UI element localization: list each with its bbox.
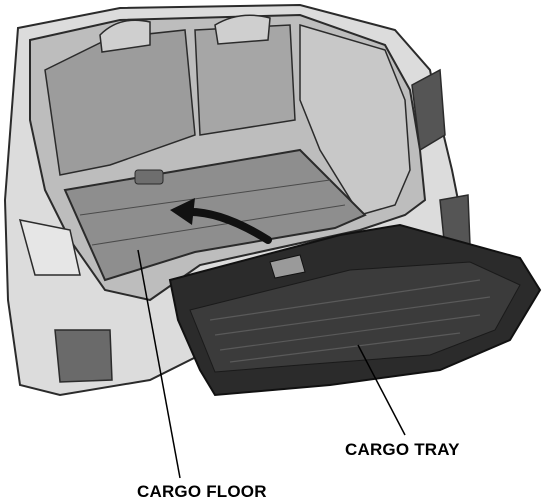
cargo-floor-leader [137,249,181,479]
left-vent [54,329,113,383]
right-tail-light [411,68,446,152]
cargo-tray [168,223,542,397]
cargo-floor-label: CARGO FLOOR [137,482,267,501]
cargo-tray-label: CARGO TRAY [345,440,460,459]
direction-arrow [170,198,272,244]
floor-handle [134,169,164,185]
cargo-tray-leader [357,344,406,436]
